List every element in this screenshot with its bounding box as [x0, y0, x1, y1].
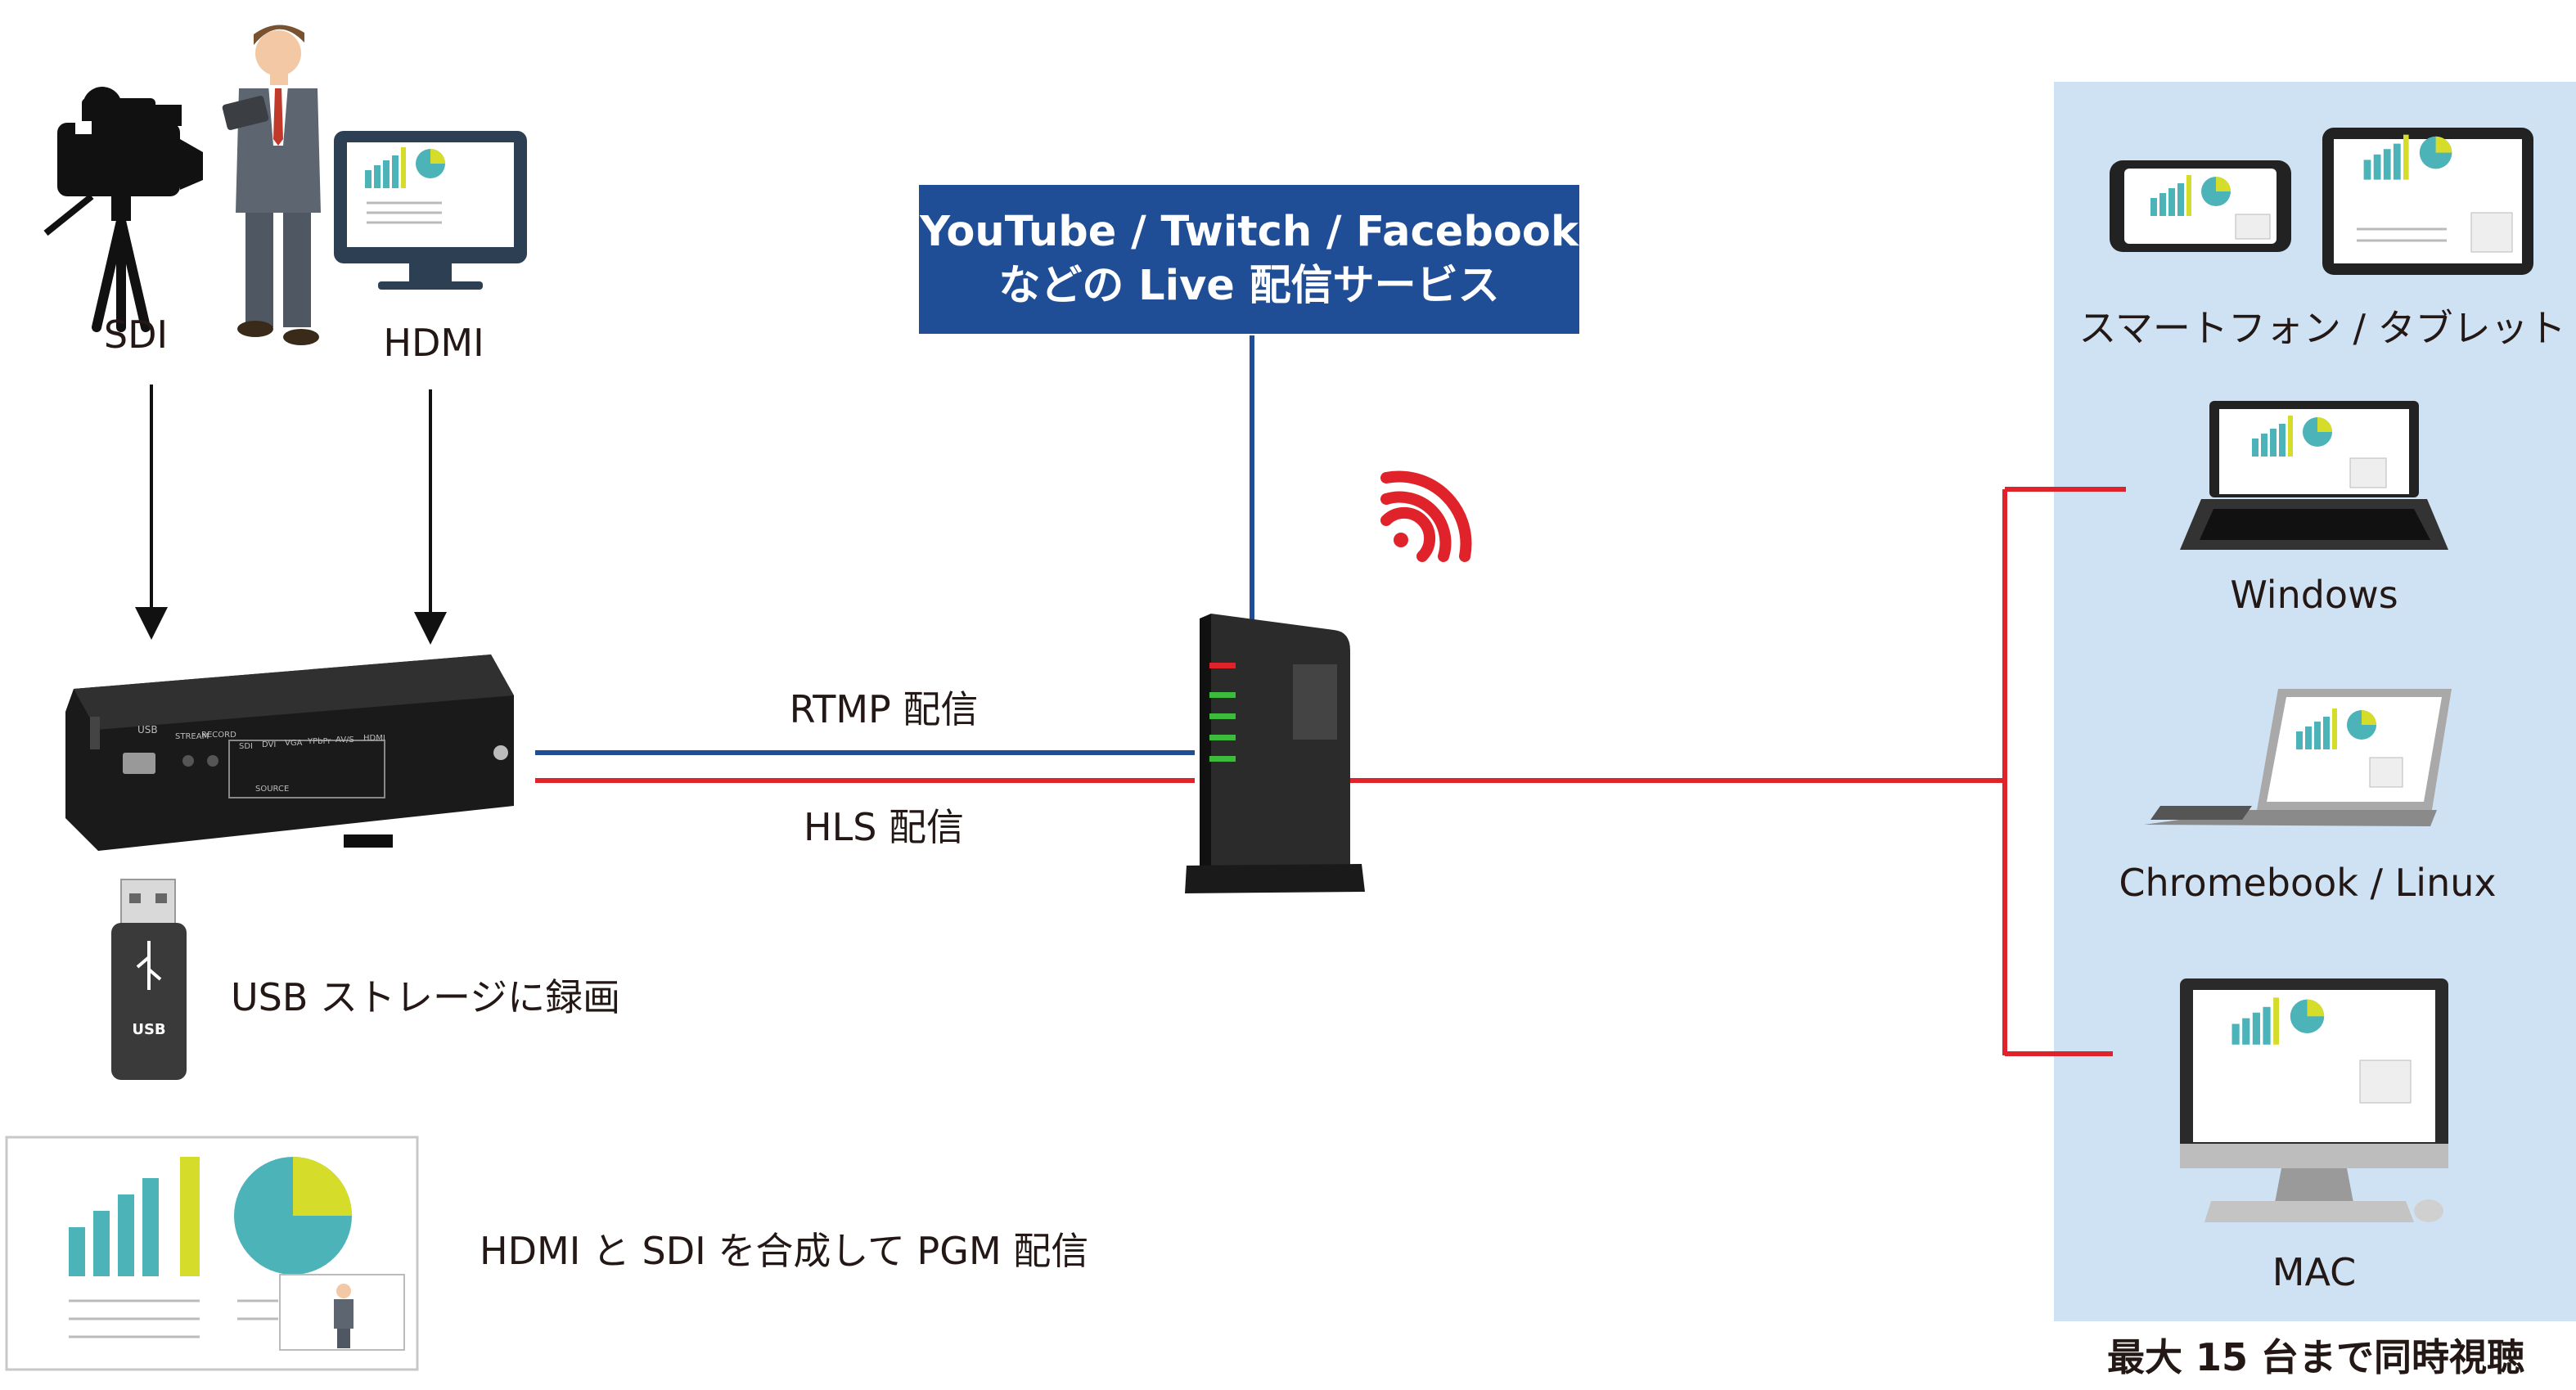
wifi-icon	[1380, 470, 1472, 562]
hdmi-input-label: HDMI	[383, 321, 484, 365]
usb-stick-text: USB	[132, 1021, 166, 1038]
chromebook-icon	[2144, 689, 2452, 826]
windows-label: Windows	[2230, 573, 2398, 617]
encoder-port-label: HDMI	[363, 734, 385, 743]
concurrent-viewers-caption: 最大 15 台まで同時視聴	[2106, 1335, 2525, 1379]
encoder-port-label: YPbPr	[308, 737, 331, 746]
hls-label: HLS 配信	[803, 805, 965, 849]
windows-laptop-icon	[2180, 401, 2448, 550]
router-icon	[1185, 614, 1365, 893]
encoder-port-label: STREAM	[175, 732, 209, 741]
presenter-person-icon	[222, 25, 321, 345]
encoder-port-label: USB	[137, 724, 158, 735]
composite-caption: HDMI と SDI を合成して PGM 配信	[480, 1229, 1089, 1273]
live-service-box: YouTube / Twitch / Facebook などの Live 配信サ…	[919, 185, 1579, 334]
mac-label: MAC	[2272, 1250, 2357, 1294]
encoder-port-label: SDI	[239, 742, 253, 751]
mac-desktop-icon	[2180, 978, 2448, 1222]
hdmi-monitor-icon	[334, 131, 527, 290]
chromebook-label: Chromebook / Linux	[2119, 861, 2497, 905]
encoder-device	[65, 655, 514, 851]
usb-stick-icon	[111, 879, 187, 1080]
mobile-label: スマートフォン / タブレット	[2078, 306, 2566, 350]
service-line-1: YouTube / Twitch / Facebook	[920, 208, 1578, 256]
encoder-port-label: VGA	[285, 739, 303, 748]
pgm-composite-preview	[5, 1136, 419, 1371]
rtmp-label: RTMP 配信	[789, 687, 979, 731]
tablet-icon	[2322, 128, 2533, 275]
usb-caption: USB ストレージに録画	[231, 975, 621, 1019]
service-line-2: などの Live 配信サービス	[998, 262, 1500, 310]
smartphone-icon	[2110, 160, 2291, 252]
encoder-port-label: RECORD	[201, 731, 236, 740]
encoder-port-label: DVI	[262, 740, 277, 749]
encoder-port-label: AV/S	[336, 735, 354, 744]
encoder-source-label: SOURCE	[255, 785, 290, 794]
sdi-input-label: SDI	[103, 313, 169, 357]
camera-icon	[43, 87, 203, 332]
